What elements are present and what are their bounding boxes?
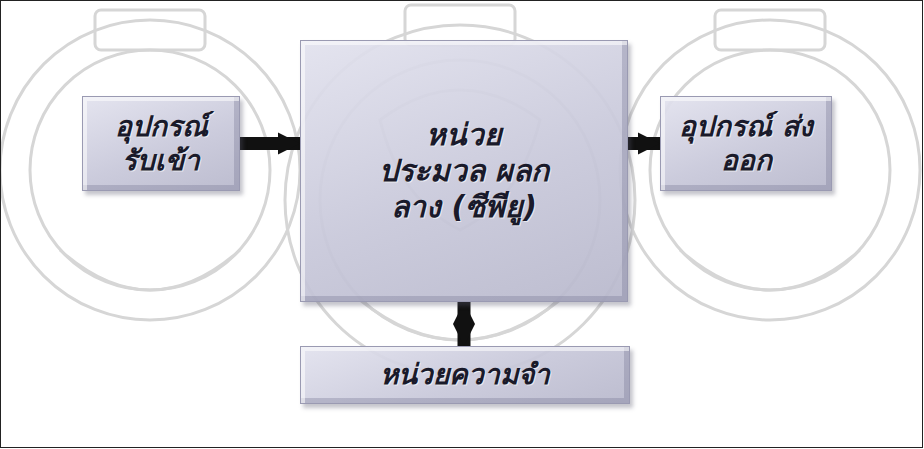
node-label: หน่วยความจำ [380, 358, 550, 392]
output-device-box: อุปกรณ์ ส่งออก [660, 96, 832, 191]
block-arrow [458, 302, 471, 346]
memory-box: หน่วยความจำ [300, 346, 630, 404]
node-label: หน่วย ประมวล ผลกลาง (ซีพียู) [369, 117, 559, 225]
node-label: อุปกรณ์ รับเข้า [96, 110, 226, 177]
block-arrow [240, 137, 300, 150]
block-arrow [628, 137, 660, 150]
node-label: อุปกรณ์ ส่งออก [676, 110, 816, 177]
cpu-box: หน่วย ประมวล ผลกลาง (ซีพียู) [300, 40, 628, 302]
input-device-box: อุปกรณ์ รับเข้า [82, 96, 240, 191]
seal-ornament [0, 5, 920, 375]
